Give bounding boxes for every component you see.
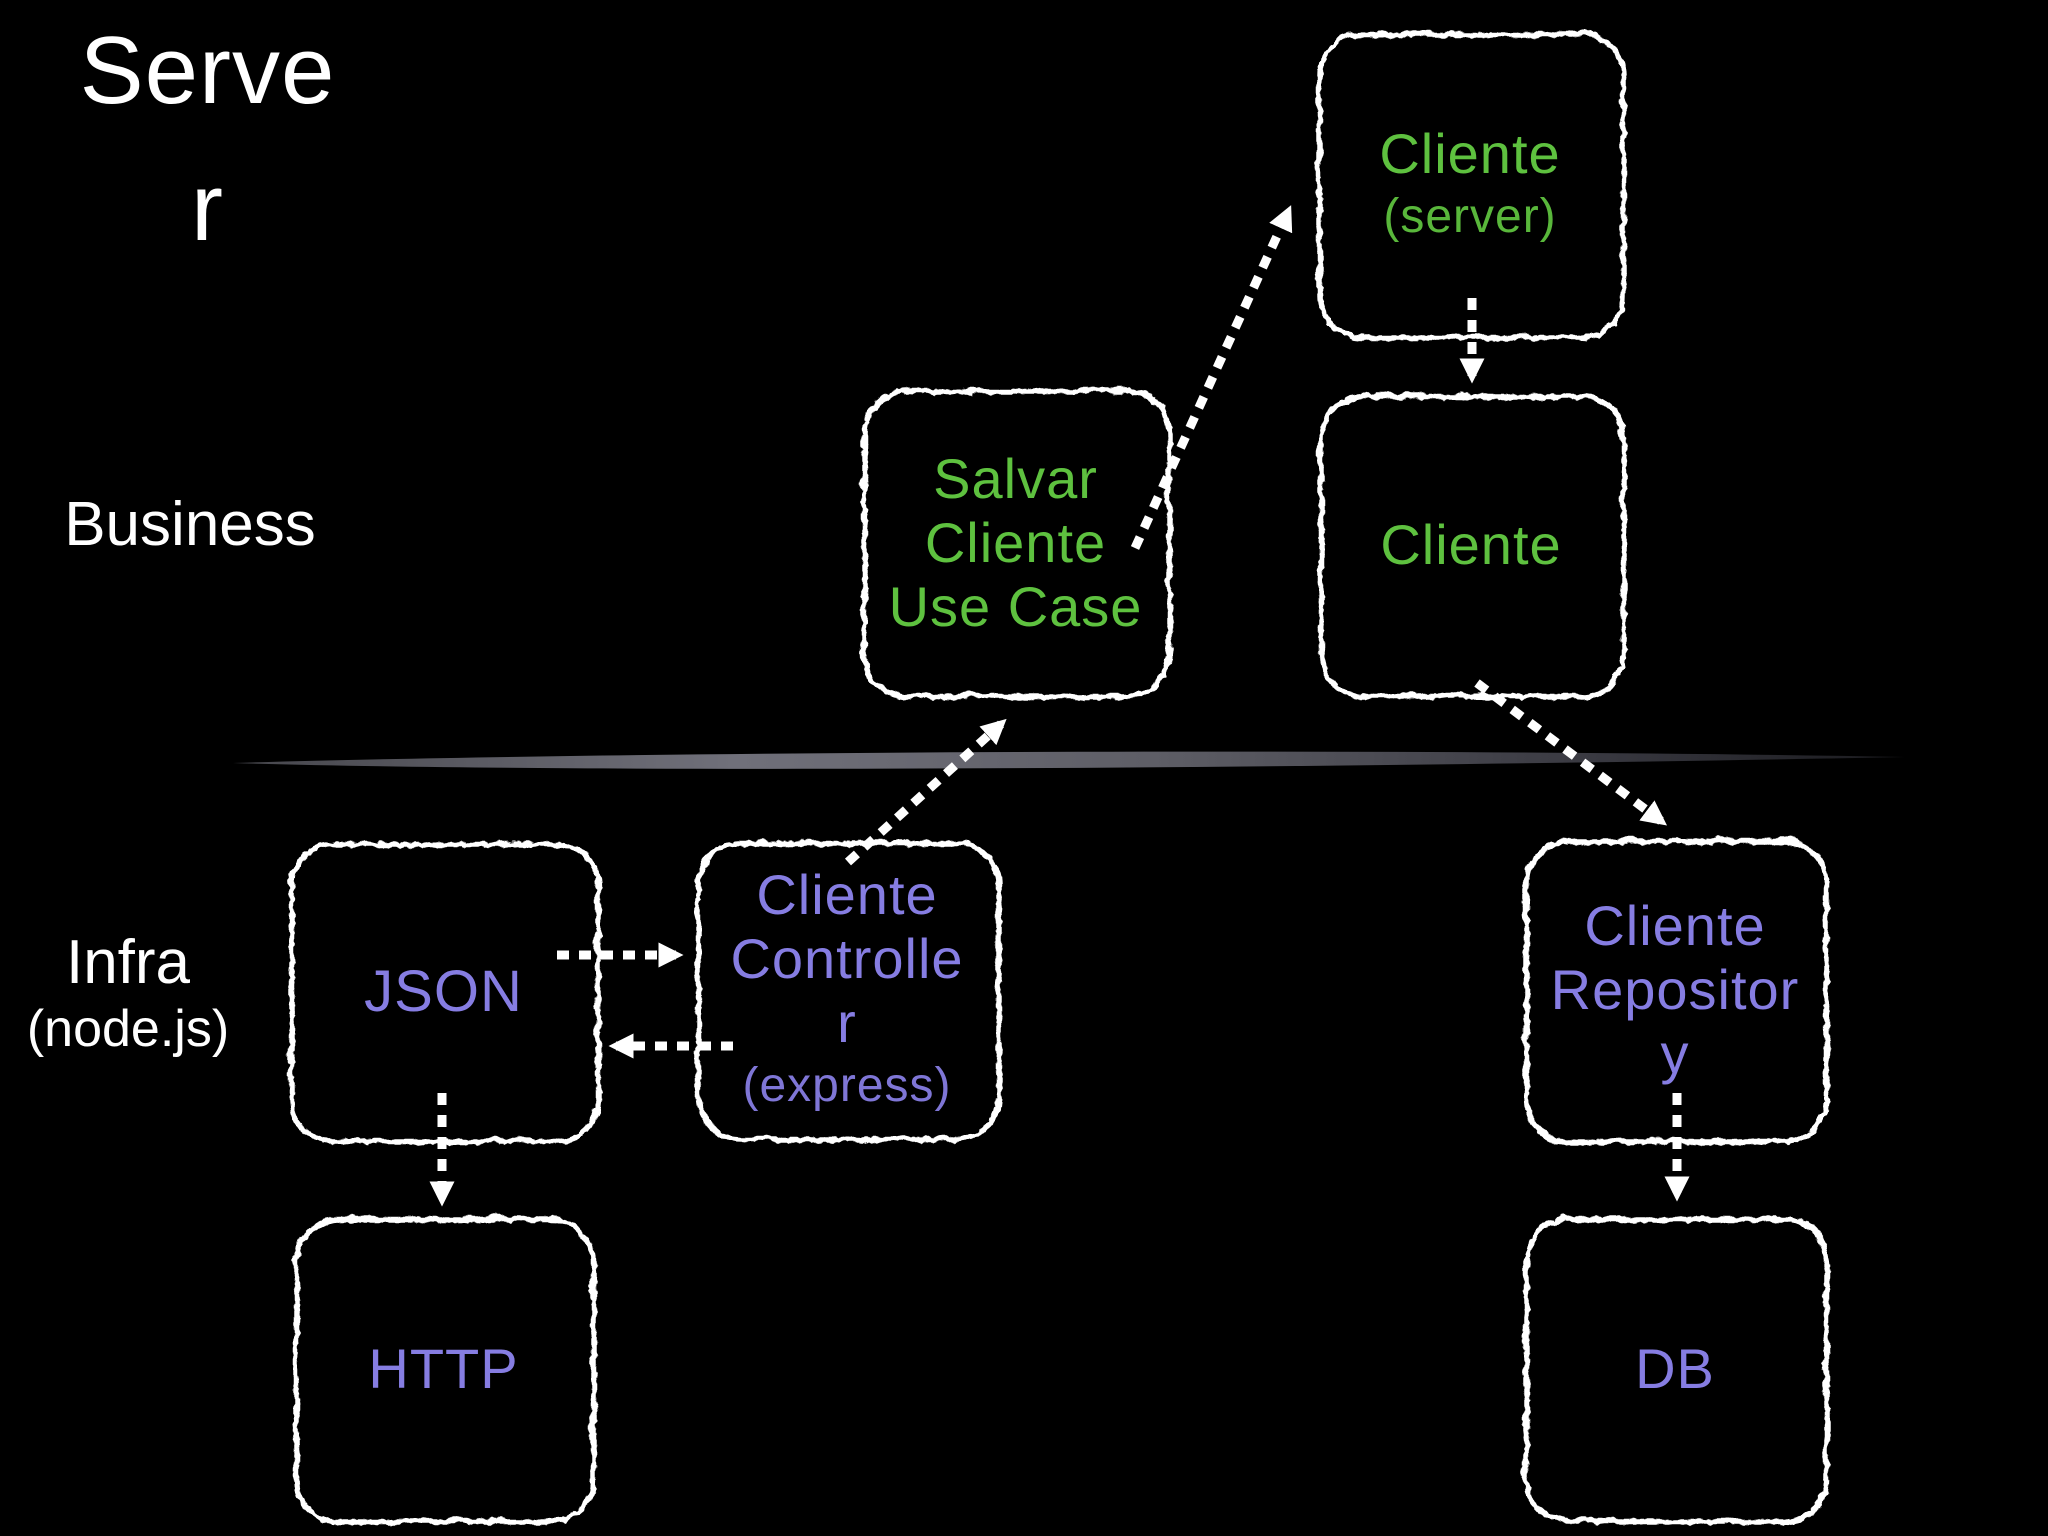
node-cliente-server-label: Cliente: [1379, 121, 1561, 185]
node-http: HTTP: [295, 1218, 592, 1520]
node-controller-line-1: Cliente: [756, 863, 938, 926]
node-controller-line-2: Controlle: [730, 927, 964, 990]
node-db: DB: [1525, 1218, 1825, 1520]
arrow-cliente-to-repository: [1474, 679, 1668, 826]
node-controller-sublabel: (express): [742, 1059, 952, 1112]
node-box-cliente-controller: [694, 839, 1000, 1141]
slide-title: Serve r: [55, 2, 360, 276]
layer-sublabel-infra-text: (node.js): [26, 1000, 230, 1058]
node-salvar-line-1: Salvar: [933, 446, 1098, 510]
layer-label-infra: Infra (node.js): [18, 928, 238, 1060]
node-cliente-repository: Cliente Repositor y: [1525, 840, 1825, 1140]
node-json: JSON: [290, 843, 597, 1140]
layer-label-business-text: Business: [64, 490, 316, 559]
layer-label-business: Business: [40, 490, 340, 560]
node-cliente-server-sublabel: (server): [1383, 189, 1557, 243]
node-salvar-line-3: Use Case: [888, 574, 1143, 638]
node-salvar-line-2: Cliente: [924, 510, 1107, 574]
node-box-cliente-server: [1315, 30, 1625, 339]
node-json-label: JSON: [364, 958, 523, 1024]
node-db-label: DB: [1635, 1337, 1715, 1400]
arrow-salvar-to-cliente-server: [1130, 205, 1293, 550]
node-repository-line-3: y: [1660, 1022, 1690, 1085]
node-box-http: [292, 1215, 595, 1523]
node-repository-line-1: Cliente: [1584, 894, 1766, 957]
slide-title-line-1: Serve: [79, 17, 336, 124]
node-repository-line-2: Repositor: [1550, 958, 1800, 1021]
node-cliente: Cliente: [1320, 395, 1622, 695]
node-cliente-label: Cliente: [1380, 513, 1562, 576]
node-cliente-controller: Cliente Controlle r (express): [697, 842, 997, 1138]
node-salvar-cliente-use-case: Salvar Cliente Use Case: [863, 390, 1168, 695]
node-box-cliente: [1317, 392, 1625, 698]
node-cliente-server: Cliente (server): [1318, 33, 1622, 336]
node-box-db: [1522, 1215, 1828, 1523]
node-controller-line-3: r: [837, 991, 857, 1054]
layer-label-infra-text: Infra: [65, 928, 191, 997]
slide-title-line-2: r: [191, 154, 224, 261]
layer-divider: [233, 751, 1905, 769]
node-http-label: HTTP: [368, 1337, 519, 1400]
node-box-salvar-cliente-use-case: [860, 387, 1171, 698]
